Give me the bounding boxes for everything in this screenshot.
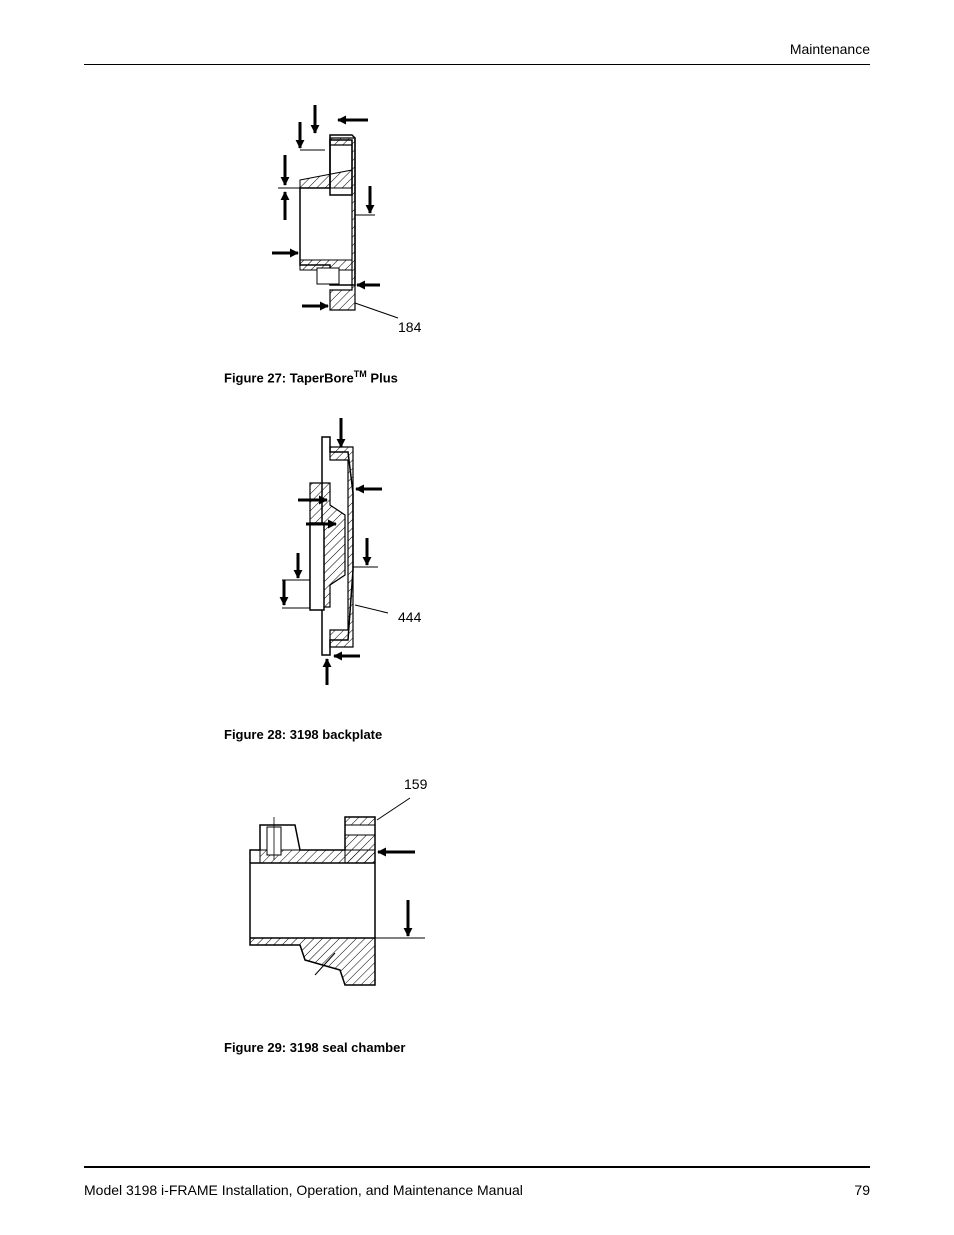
header-rule xyxy=(84,64,870,65)
figure-27-caption: Figure 27: TaperBoreTM Plus xyxy=(224,369,398,385)
figure-29-drawing xyxy=(249,797,425,986)
callout-444: 444 xyxy=(398,609,422,625)
trademark-sup: TM xyxy=(353,369,367,379)
figure-27-caption-text: Figure 27: TaperBore xyxy=(224,370,354,386)
callout-184: 184 xyxy=(398,319,422,335)
figure-27-caption-suffix: Plus xyxy=(366,370,398,386)
figure-28-caption: Figure 28: 3198 backplate xyxy=(224,727,383,742)
figure-28-drawing xyxy=(279,418,389,685)
footer-rule xyxy=(84,1166,870,1168)
figure-27-drawing xyxy=(272,105,399,319)
footer-manual-title: Model 3198 i-FRAME Installation, Operati… xyxy=(84,1182,523,1198)
section-header: Maintenance xyxy=(789,41,870,57)
figure-29-caption: Figure 29: 3198 seal chamber xyxy=(224,1040,406,1055)
page-number: 79 xyxy=(854,1182,870,1198)
callout-159: 159 xyxy=(404,776,428,792)
